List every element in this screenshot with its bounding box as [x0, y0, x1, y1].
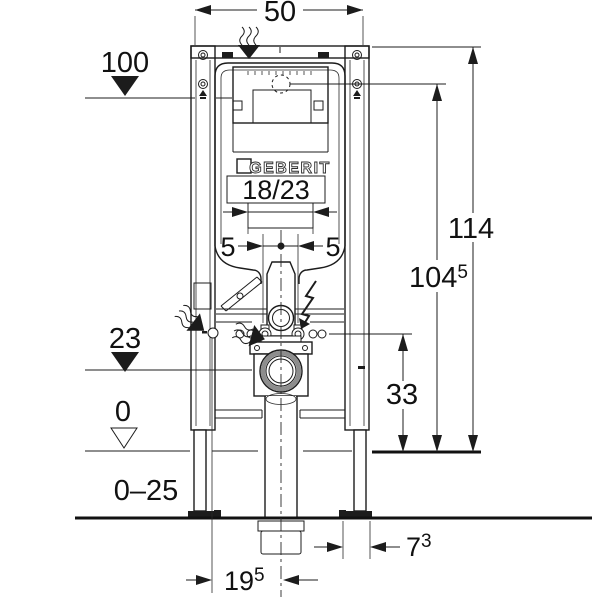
dim-outlet-depth: 73: [406, 531, 432, 562]
fixing-holes: [198, 50, 362, 99]
frame-clip-right: [318, 52, 329, 58]
actuator-opening: [252, 89, 312, 124]
dim-actuation-height: 100: [101, 47, 149, 79]
waste-flow-arrow-icon: [231, 322, 265, 347]
dim-offset-right: 5: [325, 232, 340, 262]
frame-rail-right: [344, 45, 370, 431]
dim-supply-level: 33: [386, 379, 418, 411]
level-lines: [75, 97, 592, 520]
adjustable-legs: [188, 429, 372, 518]
frame-rail-left: [190, 45, 216, 431]
concealed-cistern: GEBERIT: [214, 62, 346, 284]
dimension-labels: 50 100 114 1045 18/23 5 5 23 33 0 0–25 1…: [101, 0, 494, 596]
dim-outlet-level: 23: [109, 323, 141, 355]
level-marker-0: [110, 427, 138, 449]
center-lines: [211, 230, 282, 597]
logo-square: [236, 158, 252, 174]
access-ticks: [247, 71, 312, 75]
level-marker-23: [111, 352, 139, 372]
outlet-pipe: [257, 393, 305, 555]
flush-air-arrow-icon: [238, 26, 260, 59]
support-bracket: [193, 276, 263, 312]
water-flow-arrow-icon: [174, 304, 205, 331]
dim-frame-width: 50: [264, 0, 296, 28]
geberit-logo: GEBERIT: [249, 160, 331, 177]
symbols: [174, 26, 317, 347]
dimension-lines: [110, 5, 495, 585]
dim-model-range: 18/23: [242, 175, 310, 205]
dim-offset-left: 5: [220, 232, 235, 262]
level-marker-100: [111, 76, 139, 96]
foot-right: [346, 511, 372, 518]
frame-clip-left: [222, 52, 233, 58]
dim-cistern-ref-height: 1045: [409, 262, 468, 294]
foot-left: [188, 511, 214, 518]
dim-zero-level: 0: [115, 396, 131, 428]
access-opening: [232, 66, 329, 124]
service-box: [247, 202, 314, 229]
dim-leg-adjust: 0–25: [114, 475, 179, 507]
dim-total-height: 114: [448, 213, 494, 245]
power-connection-icon: [299, 280, 317, 329]
dim-outlet-from-line: 195: [224, 565, 265, 596]
frame-bottom-bar: [215, 409, 345, 419]
